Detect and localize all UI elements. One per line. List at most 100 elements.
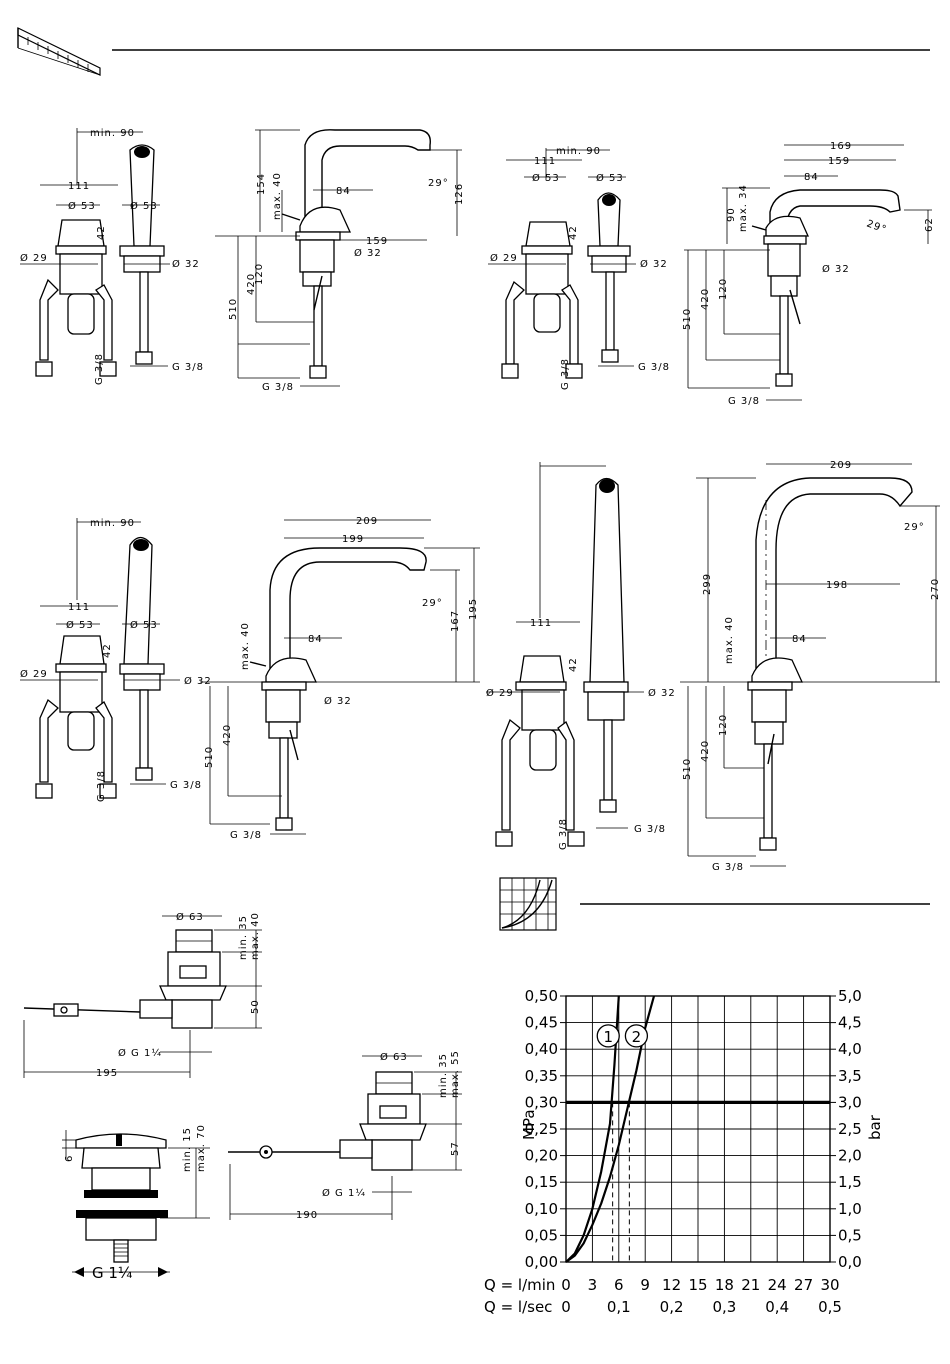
dim-190: 190: [296, 1210, 318, 1221]
dim-d29: Ø 29: [20, 668, 48, 680]
dim-g114: G 1¼: [92, 1264, 133, 1282]
dim-299: 299: [702, 573, 713, 595]
dim-510: 510: [228, 298, 239, 320]
dim-420: 420: [222, 724, 233, 746]
dim-d32: Ø 32: [648, 687, 676, 699]
dim-d32: Ø 32: [184, 675, 212, 687]
dim-g38: G 3/8: [638, 362, 670, 373]
y-tick-label-right: 2,5: [838, 1120, 862, 1138]
dim-min35: min. 35: [238, 915, 249, 960]
y-tick-label-right: 5,0: [838, 987, 862, 1005]
dim-209: 209: [356, 516, 378, 527]
dim-111: 111: [68, 181, 90, 192]
x-tick-label-lsec: 0,5: [818, 1298, 842, 1316]
dim-120: 120: [718, 278, 729, 300]
dim-g38: G 3/8: [96, 770, 107, 802]
dim-42: 42: [96, 225, 107, 240]
dim-d32: Ø 32: [640, 258, 668, 270]
x-tick-label-lmin: 30: [820, 1276, 839, 1294]
x-tick-label-lsec: 0,2: [660, 1298, 684, 1316]
dim-84: 84: [804, 172, 819, 183]
dim-167: 167: [450, 610, 461, 632]
dim-420: 420: [246, 273, 257, 295]
dim-g38: G 3/8: [262, 382, 294, 393]
dim-d53: Ø 53: [130, 200, 158, 212]
dim-d32: Ø 32: [354, 247, 382, 259]
x-tick-label-lmin: 21: [741, 1276, 760, 1294]
dim-min15: min. 15: [182, 1127, 193, 1172]
dim-min90: min. 90: [90, 128, 135, 139]
dim-29deg: 29°: [428, 178, 449, 189]
plug-valve: 6 min. 15 max. 70 G 1¼: [62, 1124, 210, 1282]
dim-29deg: 29°: [865, 218, 888, 235]
dim-d53: Ø 53: [130, 619, 158, 631]
dim-g38: G 3/8: [558, 818, 569, 850]
y-tick-label-left: 0,00: [525, 1253, 558, 1271]
dim-d63: Ø 63: [176, 911, 204, 923]
y-tick-label-right: 0,5: [838, 1226, 862, 1244]
dim-120: 120: [254, 263, 265, 285]
dim-max70: max. 70: [196, 1124, 207, 1172]
dim-84: 84: [792, 634, 807, 645]
x-tick-label-lmin: 6: [614, 1276, 624, 1294]
dim-195: 195: [468, 598, 479, 620]
dim-max40: max. 40: [272, 172, 283, 220]
dim-90: 90: [726, 207, 737, 222]
dim-29deg: 29°: [904, 522, 925, 533]
x-tick-label-lmin: 3: [588, 1276, 598, 1294]
dim-29deg: 29°: [422, 598, 443, 609]
dim-max40: max. 40: [240, 622, 251, 670]
dim-d29: Ø 29: [20, 252, 48, 264]
ruler-icon: [17, 27, 101, 76]
dim-510: 510: [682, 308, 693, 330]
faucet-diagram-2: min. 90 111 Ø 53 Ø 53 42 Ø 29 Ø 32 G 3/8…: [488, 141, 935, 407]
dim-max40: max. 40: [724, 616, 735, 664]
dim-g38: G 3/8: [560, 358, 571, 390]
y-tick-label-left: 0,35: [525, 1067, 558, 1085]
y-tick-label-left: 0,15: [525, 1173, 558, 1191]
dim-g38: G 3/8: [172, 362, 204, 373]
dim-50: 50: [250, 999, 261, 1014]
dim-159: 159: [366, 236, 388, 247]
dim-6: 6: [64, 1155, 75, 1162]
dim-84: 84: [308, 634, 323, 645]
dim-d53: Ø 53: [532, 172, 560, 184]
dim-d32: Ø 32: [324, 695, 352, 707]
dim-111: 111: [534, 156, 556, 167]
dim-min90: min. 90: [556, 146, 601, 157]
dim-max55: max. 55: [450, 1050, 461, 1098]
dim-g38: G 3/8: [94, 353, 105, 385]
x-tick-label-lmin: 0: [561, 1276, 571, 1294]
dim-d32: Ø 32: [172, 258, 200, 270]
x-tick-label-lsec: 0,3: [712, 1298, 736, 1316]
y-axis-label-bar: bar: [866, 1114, 884, 1140]
dim-57: 57: [450, 1141, 461, 1156]
dim-d53: Ø 53: [596, 172, 624, 184]
dim-d63: Ø 63: [380, 1051, 408, 1063]
dim-111: 111: [530, 618, 552, 629]
y-tick-label-left: 0,45: [525, 1014, 558, 1032]
dim-d53: Ø 53: [66, 619, 94, 631]
series-line-2: [565, 995, 656, 1263]
faucet-diagram-4: 111 42 Ø 29 Ø 32 G 3/8 G 3/8 209 299 29°…: [486, 460, 941, 873]
dim-270: 270: [930, 578, 941, 600]
dim-g38: G 3/8: [634, 824, 666, 835]
y-tick-label-left: 0,10: [525, 1200, 558, 1218]
y-tick-label-right: 3,5: [838, 1067, 862, 1085]
series-line-1: [565, 995, 620, 1263]
y-tick-label-left: 0,30: [525, 1093, 558, 1111]
x-tick-label-lmin: 12: [662, 1276, 681, 1294]
dim-42: 42: [568, 657, 579, 672]
dim-max40: max. 40: [250, 912, 261, 960]
dim-62: 62: [924, 217, 935, 232]
x-tick-label-lmin: 24: [768, 1276, 787, 1294]
dim-min35: min. 35: [438, 1053, 449, 1098]
y-tick-label-left: 0,05: [525, 1226, 558, 1244]
dim-g38: G 3/8: [230, 830, 262, 841]
dim-199: 199: [342, 534, 364, 545]
dim-g38: G 3/8: [170, 780, 202, 791]
x-tick-label-lmin: 9: [640, 1276, 650, 1294]
dim-g38: G 3/8: [712, 862, 744, 873]
series-label: 1: [603, 1028, 613, 1046]
